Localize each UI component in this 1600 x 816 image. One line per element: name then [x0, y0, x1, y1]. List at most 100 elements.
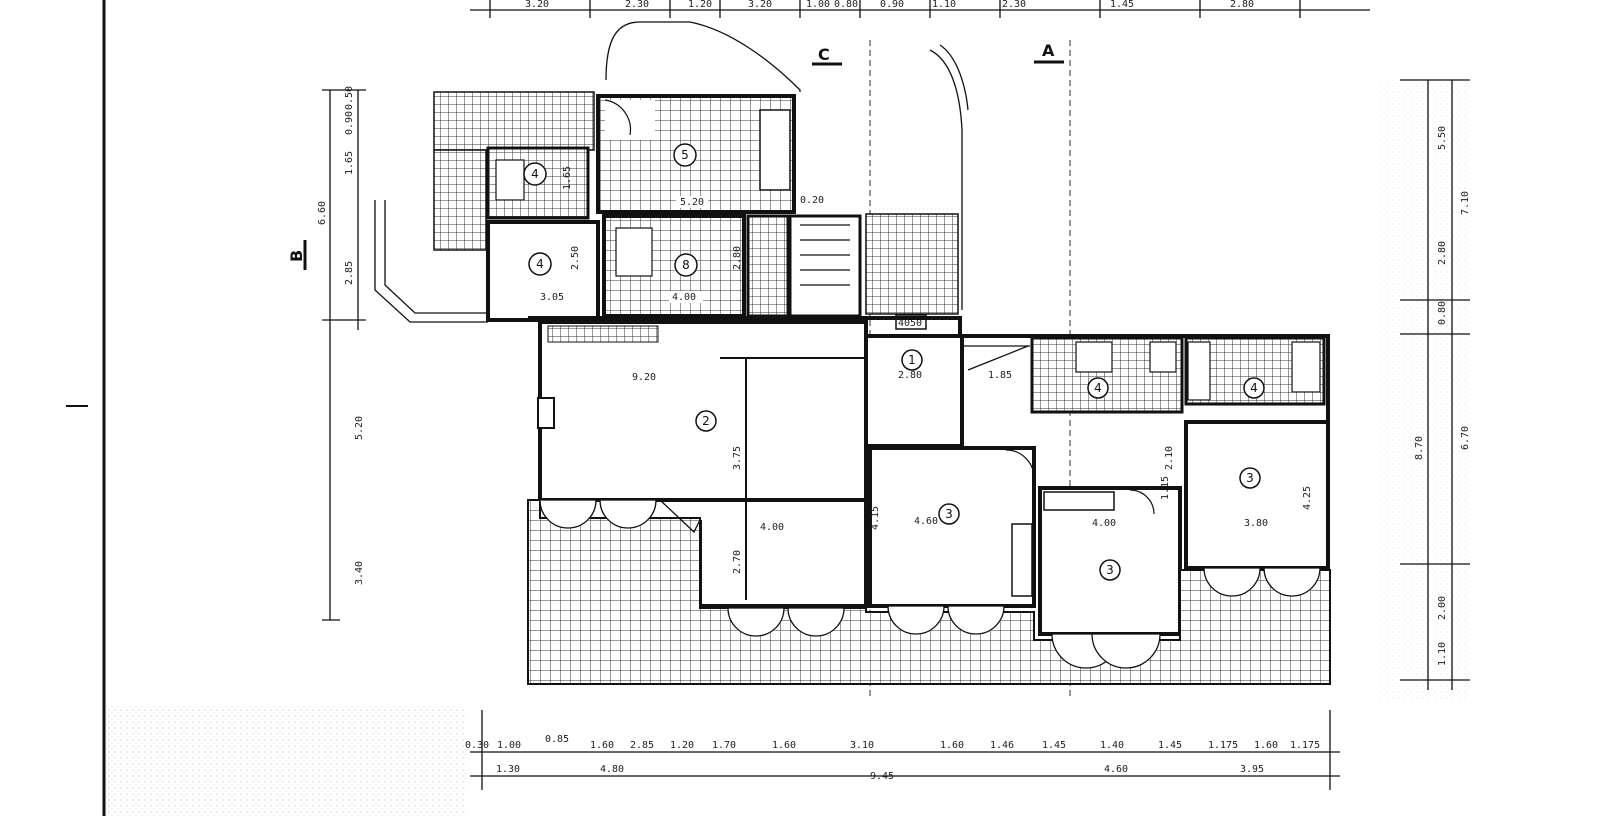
scan-noise-patch: [106, 705, 466, 816]
hall-width: 2.80: [898, 370, 922, 381]
room-4a-number: 4: [1094, 381, 1102, 395]
left-dim-3: 6.60: [317, 201, 328, 225]
section-marker-b: B: [287, 250, 306, 262]
bottom-total-4: 3.95: [1240, 764, 1264, 775]
left-dim-6: 3.40: [354, 561, 365, 585]
room-6-number: 4: [531, 167, 539, 181]
right-dimension-chain: 5.50 7.10 2.80 0.80 8.70 6.70 2.00 1.10: [1400, 79, 1471, 690]
room-5-depth: 2.50: [570, 246, 581, 270]
bottom-total-0: 1.30: [496, 764, 520, 775]
room-5-number: 4: [536, 257, 544, 271]
dim-115: 1.15: [1160, 476, 1171, 500]
top-dim-10: 2.80: [1230, 0, 1254, 10]
bed2-width: 4.00: [1092, 518, 1116, 529]
top-dim-4: 1.00: [806, 0, 830, 10]
bottom-dim-3: 1.60: [590, 740, 614, 751]
top-dim-9: 1.45: [1110, 0, 1134, 10]
entrance-canopy-curve: [929, 49, 963, 310]
room-2-number: 2: [702, 414, 710, 428]
entrance-stair: [865, 213, 959, 315]
top-dim-6: 0.90: [880, 0, 904, 10]
left-dimension-chain: 0.50 0.90 1.65 6.60 2.85 5.20 3.40: [317, 86, 366, 621]
bed3-depth: 4.25: [1302, 486, 1313, 510]
bed1-depth: 4.15: [870, 506, 881, 530]
bottom-total-1: 4.80: [600, 764, 624, 775]
garden-outline-curve: [605, 21, 801, 92]
top-dim-5: 0.80: [834, 0, 858, 10]
bottom-dim-9: 1.60: [940, 740, 964, 751]
closet-small: [746, 214, 790, 318]
living-width: 9.20: [632, 372, 656, 383]
right-dim-1: 7.10: [1460, 191, 1471, 215]
dim-020: 0.20: [800, 195, 824, 206]
right-dim-7: 1.10: [1437, 642, 1448, 666]
kitchen-width: 5.20: [680, 197, 704, 208]
section-marker-a: A: [1042, 41, 1055, 60]
bottom-dim-10: 1.46: [990, 740, 1014, 751]
left-dim-2: 1.65: [344, 151, 355, 175]
right-dim-0: 5.50: [1437, 126, 1448, 150]
right-dim-4: 8.70: [1414, 436, 1425, 460]
bottom-total-3: 4.60: [1104, 764, 1128, 775]
bottom-dim-11: 1.45: [1042, 740, 1066, 751]
bottom-dim-2: 0.85: [545, 734, 569, 745]
top-dim-0: 3.20: [525, 0, 549, 10]
terrace-tiles: [527, 499, 1331, 685]
terrace-door-arcs: [539, 499, 1321, 669]
bottom-dimension-chain: 0.30 1.00 0.85 1.60 2.85 1.20 1.70 1.60 …: [465, 710, 1340, 790]
bottom-total-2: 9.45: [870, 771, 894, 782]
bottom-dim-7: 1.60: [772, 740, 796, 751]
room-3-bedroom-c: [1184, 420, 1330, 570]
bottom-dim-12: 1.40: [1100, 740, 1124, 751]
bottom-dim-6: 1.70: [712, 740, 736, 751]
top-dim-3: 3.20: [748, 0, 772, 10]
balcony-outline-left: [374, 200, 488, 323]
left-dim-0: 0.50: [344, 86, 355, 110]
left-dim-5: 5.20: [354, 416, 365, 440]
right-dim-2: 2.80: [1437, 241, 1448, 265]
left-dim-4: 2.85: [344, 261, 355, 285]
room-4b-number: 4: [1250, 381, 1258, 395]
dim-270: 2.70: [732, 550, 743, 574]
room-5-width: 3.05: [540, 292, 564, 303]
living-lower-width: 4.00: [760, 522, 784, 533]
top-dim-7: 1.10: [932, 0, 956, 10]
bottom-dim-13: 1.45: [1158, 740, 1182, 751]
top-dim-2: 1.20: [688, 0, 712, 10]
room-3-bedroom-a: [868, 446, 1036, 608]
tag-4050: 4050: [898, 318, 922, 329]
bed3-width: 3.80: [1244, 518, 1268, 529]
bottom-dim-0: 0.30: [465, 740, 489, 751]
right-dim-6: 2.00: [1437, 596, 1448, 620]
dim-210: 2.10: [1164, 446, 1175, 470]
hall-small: 1.85: [988, 370, 1012, 381]
stair-tiles-left: [433, 149, 487, 251]
room-8-width: 4.00: [672, 292, 696, 303]
upper-terrace-tiles: [433, 91, 595, 151]
room-3b-number: 3: [1106, 563, 1114, 577]
room-8-depth: 2.80: [732, 246, 743, 270]
living-depth: 3.75: [732, 446, 743, 470]
room-3a-number: 3: [945, 507, 953, 521]
bottom-dim-5: 1.20: [670, 740, 694, 751]
service-stair: [788, 214, 862, 318]
room-8-number: 8: [682, 258, 690, 272]
top-dim-1: 2.30: [625, 0, 649, 10]
right-dim-3: 0.80: [1437, 301, 1448, 325]
scan-noise-patch-right: [1380, 80, 1470, 700]
top-dim-8: 2.30: [1002, 0, 1026, 10]
bottom-dim-1: 1.00: [497, 740, 521, 751]
bottom-dim-15: 1.60: [1254, 740, 1278, 751]
top-dimension-line: 3.20 2.30 1.20 3.20 1.00 0.80 0.90 1.10 …: [470, 0, 1370, 18]
bottom-dim-16: 1.175: [1290, 740, 1320, 751]
left-dim-1: 0.90: [344, 111, 355, 135]
room-1-number: 1: [908, 353, 916, 367]
bottom-dim-8: 3.10: [850, 740, 874, 751]
bottom-dim-14: 1.175: [1208, 740, 1238, 751]
bed1-width: 4.60: [914, 516, 938, 527]
room-6-depth: 1.65: [562, 166, 573, 190]
bottom-dim-4: 2.85: [630, 740, 654, 751]
right-dim-5: 6.70: [1460, 426, 1471, 450]
room-3c-number: 3: [1246, 471, 1254, 485]
